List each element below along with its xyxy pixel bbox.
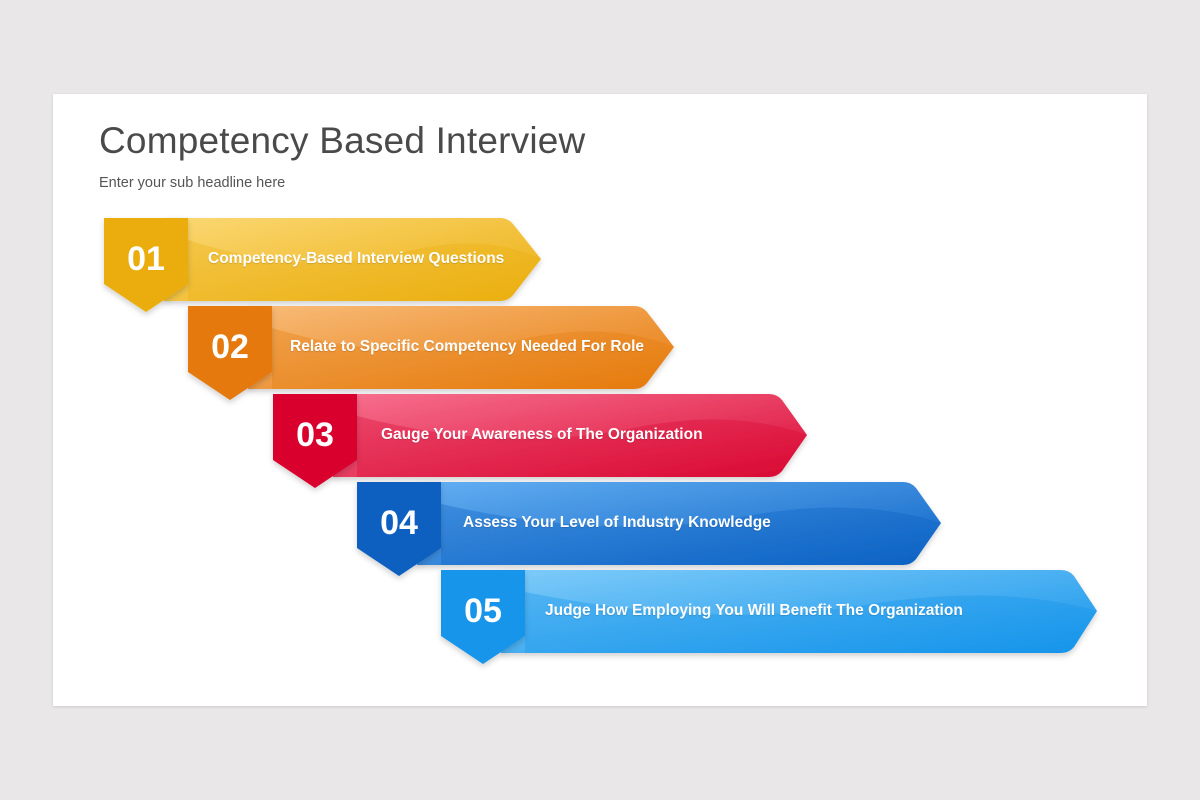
step-5-number: 05: [464, 592, 502, 630]
step-3-number: 03: [296, 416, 334, 454]
step-5: 05 Judge How Employing You Will Benefit …: [441, 570, 1101, 690]
step-4-label: Assess Your Level of Industry Knowledge: [463, 514, 771, 531]
step-1-label: Competency-Based Interview Questions: [208, 250, 505, 267]
step-1-number: 01: [127, 240, 165, 278]
step-3: 03 Gauge Your Awareness of The Organizat…: [273, 394, 813, 514]
step-4: 04 Assess Your Level of Industry Knowled…: [357, 482, 947, 602]
step-2-number: 02: [211, 328, 249, 366]
step-3-arrow-shape: [273, 394, 807, 488]
step-3-label: Gauge Your Awareness of The Organization: [381, 426, 703, 443]
step-2-arrow-shape: [188, 306, 674, 400]
step-5-label: Judge How Employing You Will Benefit The…: [545, 602, 963, 619]
step-2-label: Relate to Specific Competency Needed For…: [290, 338, 645, 355]
step-2: 02 Relate to Specific Competency Needed …: [188, 306, 678, 426]
page-subtitle: Enter your sub headline here: [99, 175, 286, 191]
step-1: 01 Competency-Based Interview Questions: [104, 218, 544, 338]
step-4-number: 04: [380, 504, 418, 542]
step-4-arrow-shape: [357, 482, 941, 576]
step-5-arrow-shape: [441, 570, 1097, 664]
step-1-arrow-shape: [104, 218, 541, 312]
page-title: Competency Based Interview: [99, 120, 586, 161]
